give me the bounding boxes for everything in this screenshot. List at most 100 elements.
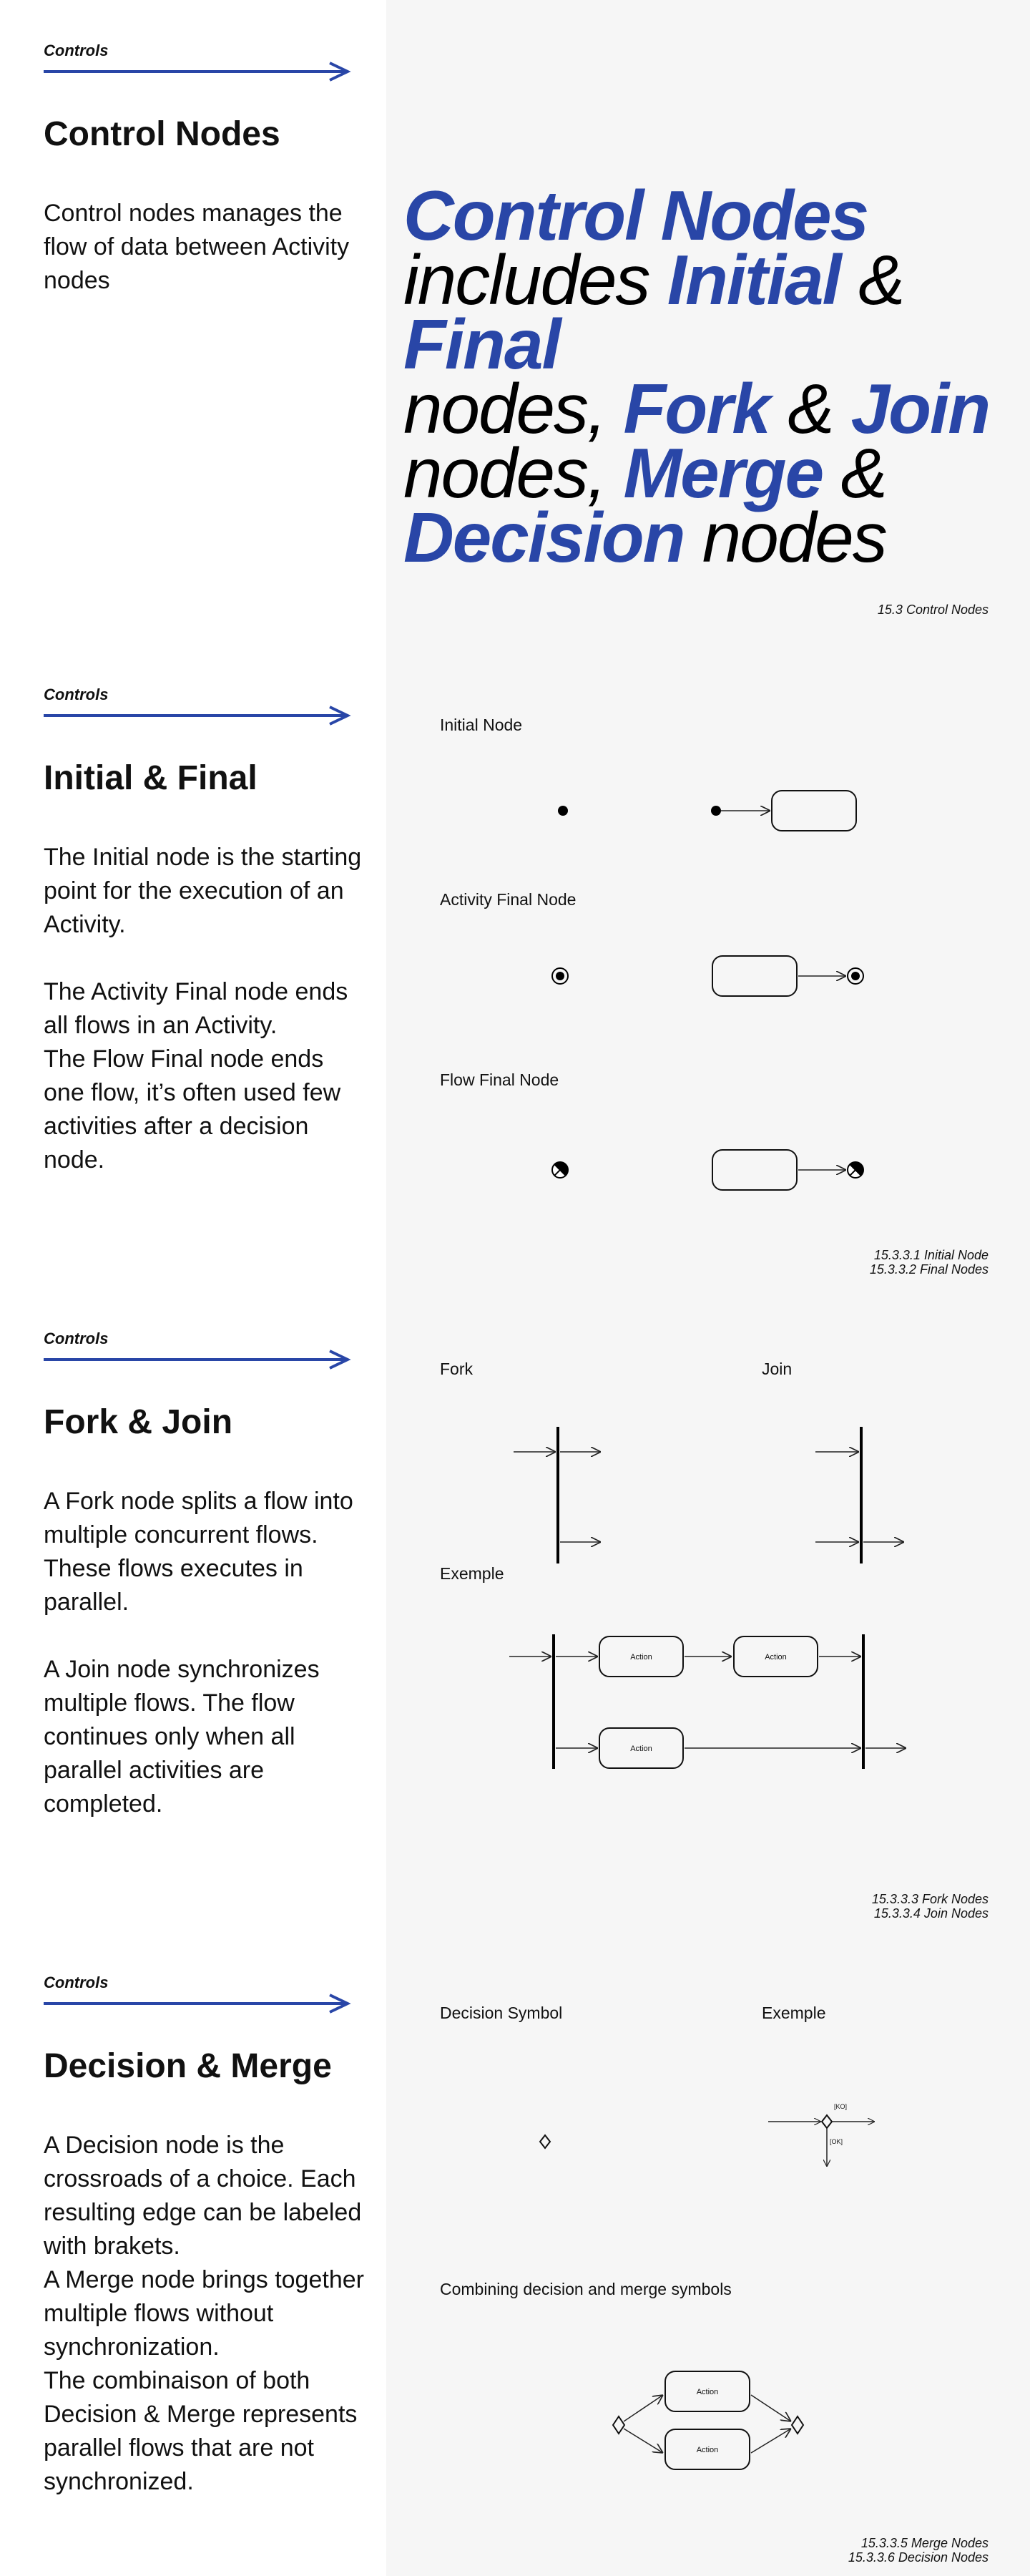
slide-body: Control nodes manages the flow of data b…: [44, 197, 366, 331]
guard-label-ko: [KO]: [834, 2103, 847, 2110]
hero-part: Merge: [623, 434, 824, 512]
flow-edge: [623, 2428, 663, 2453]
spec-reference-line: 15.3.3.2 Final Nodes: [869, 1262, 989, 1277]
section-arrow-icon: [44, 706, 351, 726]
activity-final-node-icon: [551, 967, 569, 985]
slide-title: Initial & Final: [44, 759, 258, 797]
slide-right-panel: Control Nodes includes Initial & Final n…: [386, 0, 1030, 644]
hero-part: &: [823, 434, 887, 512]
flow-final-node-icon: [847, 1161, 864, 1179]
action-node: [599, 1636, 684, 1677]
spec-reference: 15.3 Control Nodes: [878, 602, 989, 617]
slide-left-panel: Controls Initial & Final The Initial nod…: [0, 644, 386, 1288]
spec-reference-line: 15.3.3.5 Merge Nodes: [860, 2536, 989, 2550]
diagram-label-initial: Initial Node: [440, 716, 523, 734]
slide-title: Fork & Join: [44, 1403, 233, 1441]
body-paragraph: Control nodes manages the flow of data b…: [44, 200, 350, 294]
slide-decision-merge: Controls Decision & Merge A Decision nod…: [0, 1932, 1030, 2576]
slide-body: A Decision node is the crossroads of a c…: [44, 2129, 366, 2499]
hero-part: Join: [850, 369, 991, 448]
slide-right-panel: Decision Symbol Exemple Combining decisi…: [386, 1932, 1030, 2576]
body-paragraph: The combinaison of both Decision & Merge…: [44, 2367, 358, 2495]
slide-fork-join: Controls Fork & Join A Fork node splits …: [0, 1288, 1030, 1932]
slide-title: Decision & Merge: [44, 2047, 332, 2085]
hero-part: Initial: [667, 240, 842, 319]
action-node: [599, 1727, 684, 1769]
body-paragraph: The Activity Final node ends all flows i…: [44, 978, 348, 1039]
spec-reference: 15.3.3.5 Merge Nodes 15.3.3.6 Decision N…: [848, 2536, 989, 2565]
body-paragraph: A Fork node splits a flow into multiple …: [44, 1488, 353, 1616]
section-label: Controls: [44, 686, 109, 703]
diagram-label-activity-final: Activity Final Node: [440, 890, 577, 909]
body-paragraph: A Join node synchronizes multiple flows.…: [44, 1656, 320, 1818]
spec-reference-line: 15.3.3.1 Initial Node: [873, 1248, 989, 1262]
guard-label-ok: [OK]: [830, 2138, 843, 2145]
hero-part: nodes,: [403, 434, 624, 512]
action-node-label: Action: [697, 2446, 719, 2454]
slide-right-panel: Initial Node Activity Final Node Flow Fi…: [386, 644, 1030, 1288]
diagram-label-join: Join: [762, 1360, 793, 1378]
merge-node-icon: [790, 2415, 805, 2435]
action-node-label: Action: [697, 2388, 719, 2396]
section-label: Controls: [44, 1974, 109, 1991]
slide-left-panel: Controls Fork & Join A Fork node splits …: [0, 1288, 386, 1932]
activity-final-node-icon: [847, 967, 864, 985]
diagram-label-example: Exemple: [762, 2004, 826, 2022]
hero-statement: Control Nodes includes Initial & Final n…: [403, 180, 1030, 572]
flow-edge: [750, 2394, 791, 2421]
spec-reference-line: 15.3 Control Nodes: [877, 602, 989, 617]
action-node: [712, 1149, 798, 1191]
section-label: Controls: [44, 1330, 109, 1347]
decision-merge-diagram: [KO] [OK] Action Action: [539, 2103, 875, 2470]
section-label: Controls: [44, 42, 109, 59]
slide-control-nodes: Controls Control Nodes Control nodes man…: [0, 0, 1030, 644]
section-arrow-icon: [44, 1350, 351, 1370]
flow-final-node-icon: [551, 1161, 569, 1179]
body-paragraph: A Decision node is the crossroads of a c…: [44, 2132, 362, 2260]
section-arrow-icon: [44, 62, 351, 82]
action-node: [733, 1636, 818, 1677]
slide-right-panel: Fork Join Exemple Action Action: [386, 1288, 1030, 1932]
spec-reference-line: 15.3.3.4 Join Nodes: [873, 1906, 989, 1921]
section-arrow-icon: [44, 1994, 351, 2014]
diagram-label-fork: Fork: [440, 1360, 473, 1378]
spec-reference: 15.3.3.1 Initial Node 15.3.3.2 Final Nod…: [870, 1248, 989, 1277]
hero-part: Decision: [403, 498, 685, 577]
hero-part: nodes,: [403, 369, 624, 448]
decision-node-icon: [612, 2415, 626, 2435]
fork-join-diagram: Action Action Action: [509, 1427, 906, 1769]
hero-part: &: [769, 369, 851, 448]
slide-body: A Fork node splits a flow into multiple …: [44, 1485, 366, 1821]
slide-left-panel: Controls Decision & Merge A Decision nod…: [0, 1932, 386, 2576]
hero-part: &: [840, 240, 905, 319]
hero-part: includes: [403, 240, 667, 319]
body-paragraph: A Merge node brings together multiple fl…: [44, 2266, 364, 2361]
initial-node-icon: [558, 806, 568, 816]
body-paragraph: The Flow Final node ends one flow, it’s …: [44, 1045, 341, 1174]
hero-part: Fork: [623, 369, 770, 448]
diagram-label-combining: Combining decision and merge symbols: [440, 2280, 732, 2298]
hero-part: Control Nodes: [403, 176, 869, 255]
action-node: [664, 2371, 750, 2412]
flow-edge: [623, 2395, 663, 2422]
slide-body: The Initial node is the starting point f…: [44, 841, 366, 1177]
action-node: [712, 955, 798, 997]
body-paragraph: The Initial node is the starting point f…: [44, 844, 362, 938]
action-node-label: Action: [765, 1653, 787, 1662]
action-node: [771, 790, 857, 831]
action-node-label: Action: [630, 1745, 652, 1753]
initial-node-icon: [711, 806, 721, 816]
slide-initial-final: Controls Initial & Final The Initial nod…: [0, 644, 1030, 1288]
slide-left-panel: Controls Control Nodes Control nodes man…: [0, 0, 386, 644]
slide-title: Control Nodes: [44, 115, 280, 153]
spec-reference-line: 15.3.3.6 Decision Nodes: [848, 2550, 989, 2565]
initial-final-diagram: [551, 790, 864, 1191]
diagram-label-decision: Decision Symbol: [440, 2004, 563, 2022]
diagram-label-example: Exemple: [440, 1564, 504, 1583]
decision-node-icon: [820, 2114, 833, 2129]
spec-reference: 15.3.3.3 Fork Nodes 15.3.3.4 Join Nodes: [872, 1892, 989, 1921]
hero-part: nodes: [684, 498, 888, 577]
hero-part: Final: [403, 305, 561, 384]
decision-node-icon: [539, 2134, 551, 2150]
flow-edge: [750, 2429, 791, 2454]
